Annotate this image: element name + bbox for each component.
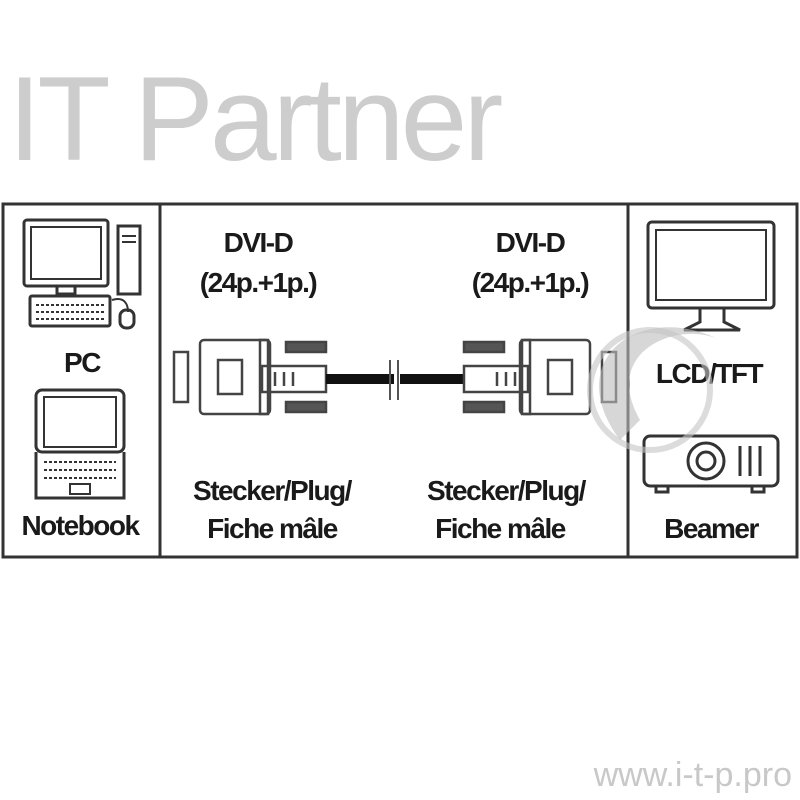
left-connector-pins: (24p.+1p.) xyxy=(200,267,317,298)
left-connector-gender-line1: Stecker/Plug/ xyxy=(193,475,353,506)
cable-left-segment xyxy=(326,374,394,384)
notebook-label: Notebook xyxy=(21,510,140,541)
monitor-icon xyxy=(646,220,776,332)
notebook-icon xyxy=(34,388,126,500)
watermark-logo-text: IT Partner xyxy=(8,52,501,186)
watermark-logo: IT Partner xyxy=(8,52,720,453)
pc-icon xyxy=(22,218,142,330)
right-connector-type: DVI-D xyxy=(496,227,566,258)
right-dvi-plug-icon xyxy=(462,338,618,416)
right-connector-gender-line1: Stecker/Plug/ xyxy=(427,475,587,506)
watermark-url: www.i-t-p.pro xyxy=(593,756,792,794)
left-connector-type: DVI-D xyxy=(224,227,294,258)
cable-right-segment xyxy=(400,374,464,384)
pc-label: PC xyxy=(64,347,101,378)
left-dvi-plug-icon xyxy=(172,338,328,416)
right-connector-pins: (24p.+1p.) xyxy=(472,267,589,298)
left-connector-gender-line2: Fiche mâle xyxy=(207,513,338,544)
outer-frame xyxy=(1,202,799,559)
right-connector-gender-line2: Fiche mâle xyxy=(435,513,566,544)
projector-label: Beamer xyxy=(664,513,759,544)
projector-icon xyxy=(642,434,780,494)
